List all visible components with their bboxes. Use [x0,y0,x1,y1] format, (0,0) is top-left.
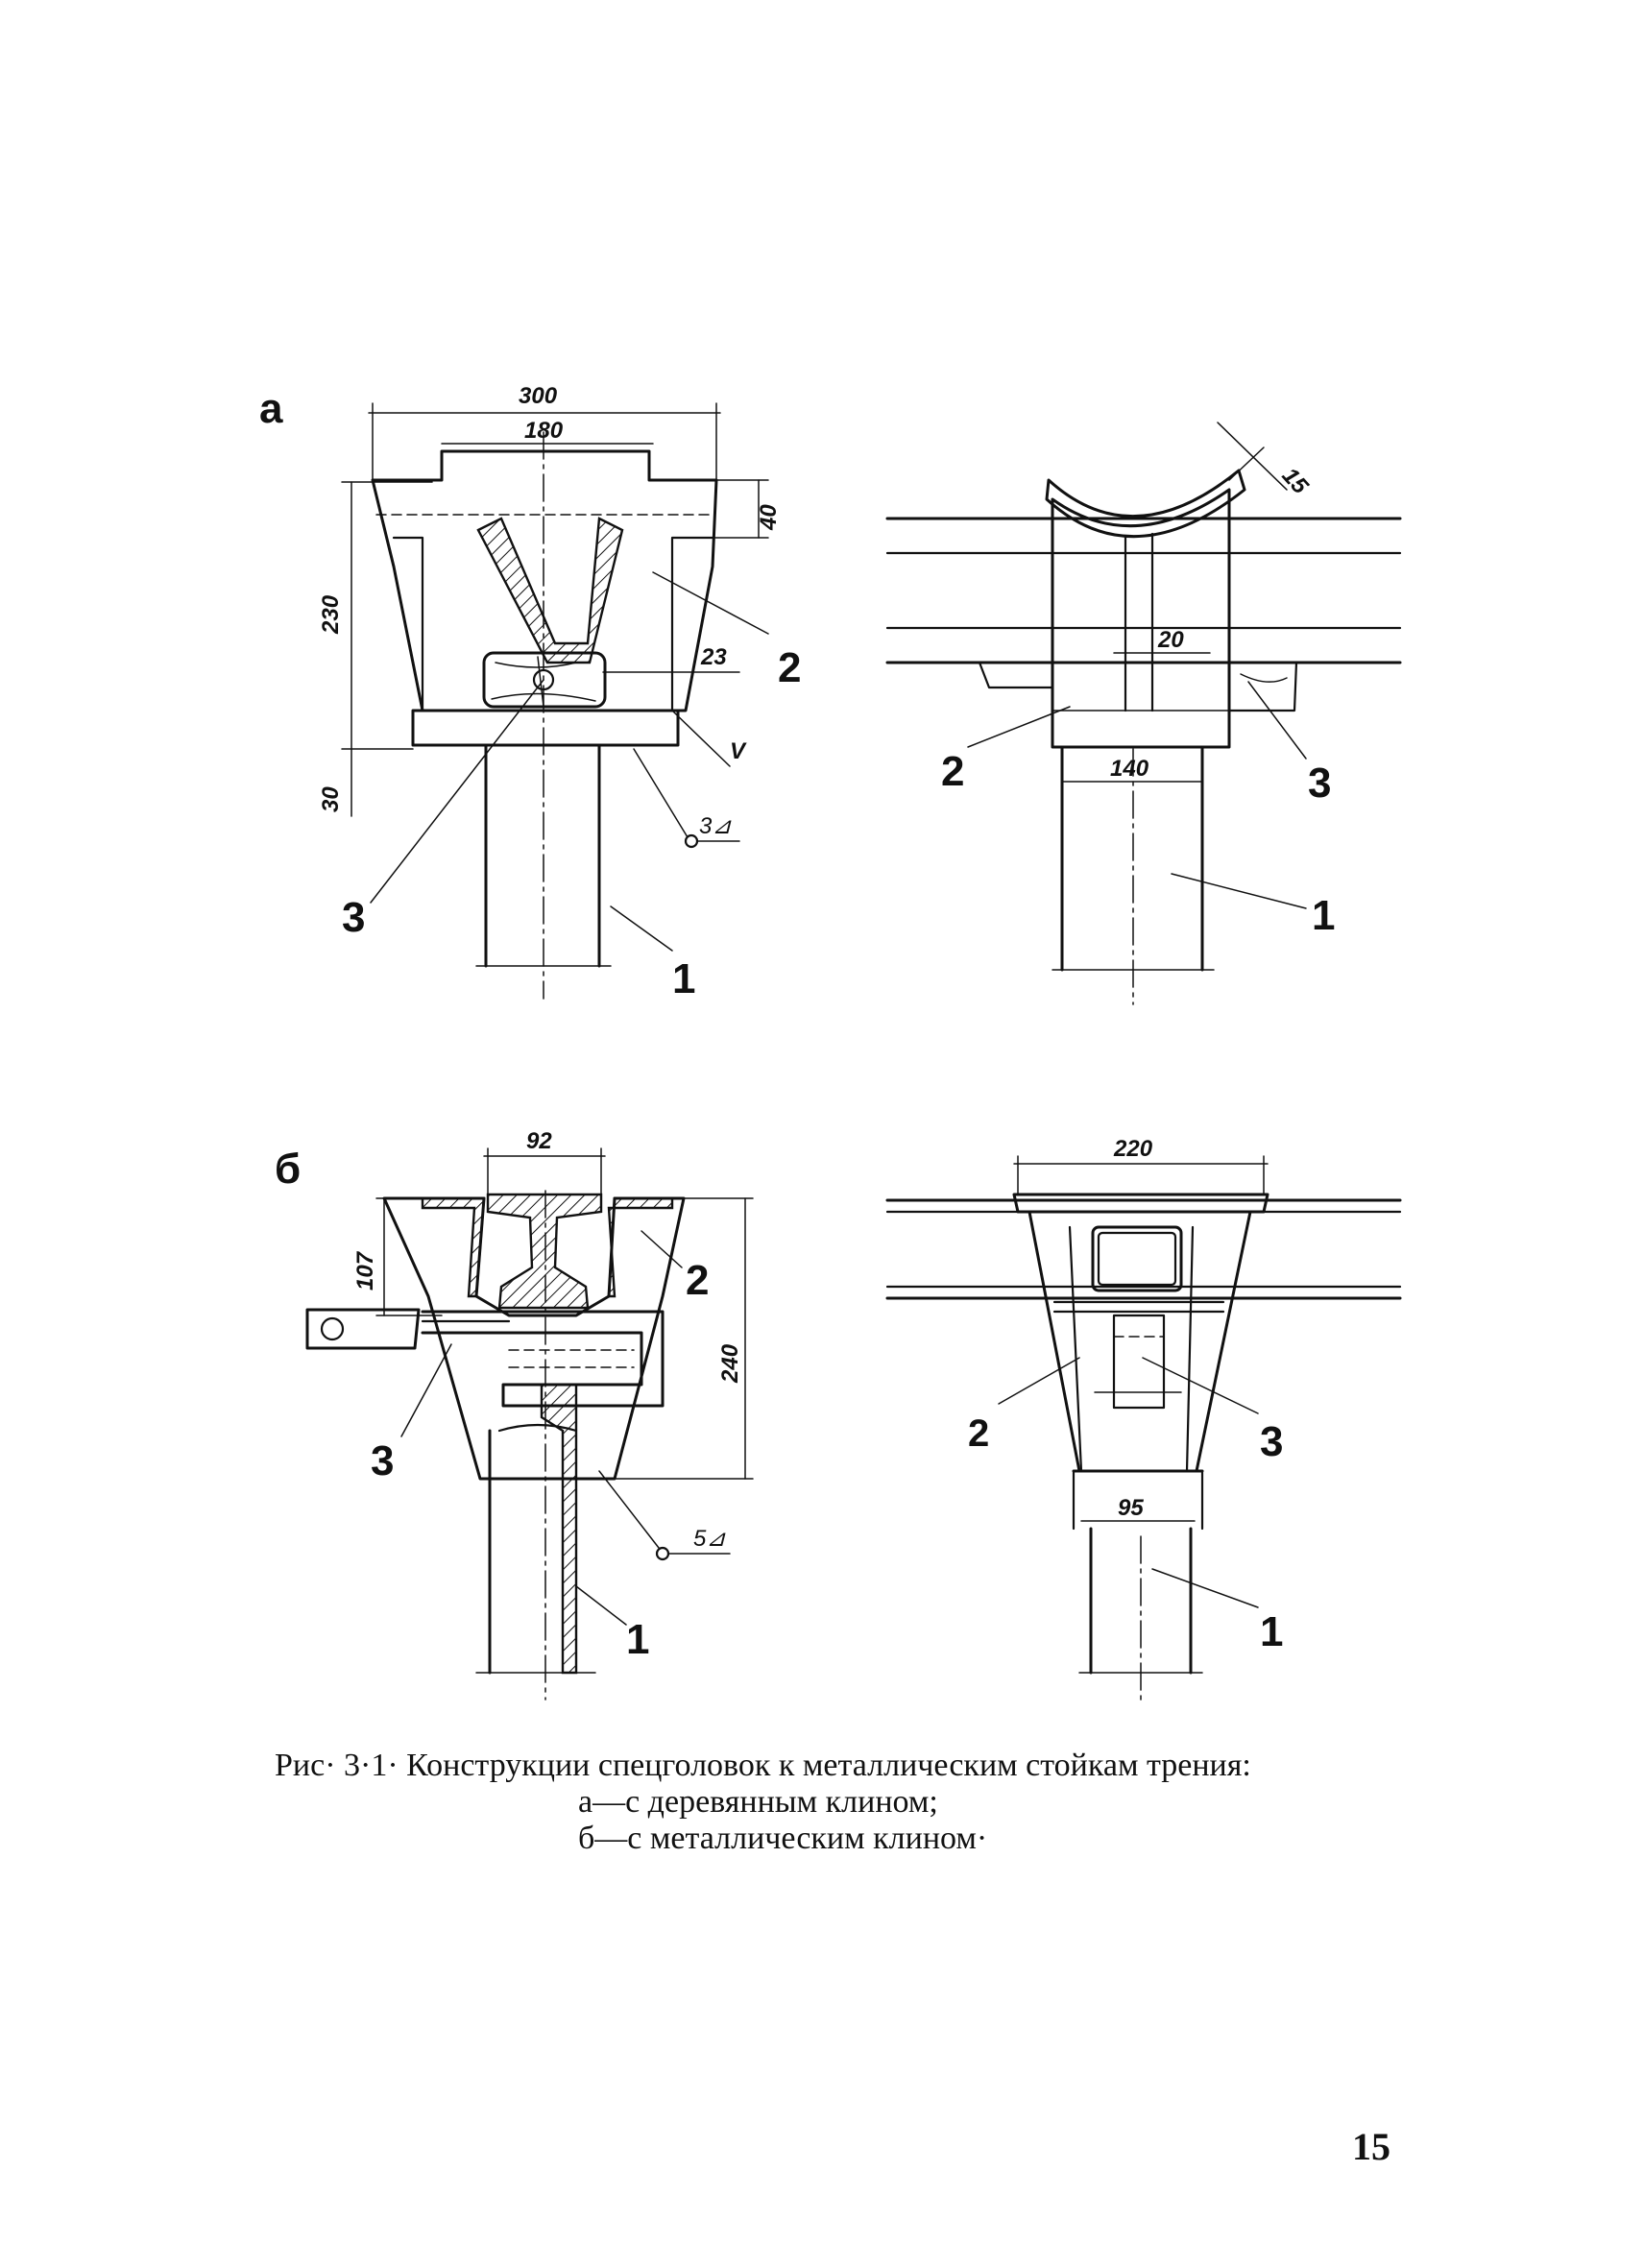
callout-3-b-front: 3 [371,1437,394,1484]
caption-item-a: а—с деревянным клином; [578,1784,938,1820]
dim-300: 300 [519,383,558,409]
callout-2-b-front: 2 [686,1257,709,1304]
dim-30: 30 [318,786,344,812]
dim-23: 23 [700,644,727,670]
dim-230: 230 [318,594,344,635]
dim-107: 107 [352,1250,378,1291]
caption-item-b: б—с металлическим клином· [578,1821,988,1856]
callout-2-a-front: 2 [778,644,801,691]
surface-mark: V [730,738,747,764]
panel-b-side-view: 220 95 2 3 1 [885,1136,1402,1701]
callout-1-a-side: 1 [1312,892,1335,939]
panel-b-front-view: б 92 107 240 2 [275,1128,754,1701]
page-number: 15 [1352,2125,1390,2168]
dim-92: 92 [526,1128,552,1154]
weld-mark-a: 3⊿ [699,813,732,839]
dim-240: 240 [717,1343,743,1384]
callout-1-a-front: 1 [672,955,695,1002]
callout-3-a-side: 3 [1308,760,1331,807]
panel-label-b: б [275,1146,301,1193]
callout-2-b-side: 2 [968,1412,989,1455]
callout-2-a-side: 2 [941,748,964,795]
figure-caption: Рис· 3·1· Конструкции спецголовок к мета… [275,1748,1389,1857]
callout-3-a-front: 3 [342,894,365,941]
dim-20: 20 [1157,627,1184,653]
panel-a-front-view: а 300 180 230 30 40 [259,383,801,1002]
dim-95: 95 [1118,1495,1144,1521]
callout-1-b-side: 1 [1260,1608,1283,1655]
panel-a-side-view: 15 20 140 2 3 1 [885,422,1402,1005]
callout-3-b-side: 3 [1260,1418,1283,1465]
weld-mark-b: 5⊿ [693,1526,726,1552]
caption-title: Рис· 3·1· Конструкции спецголовок к мета… [275,1748,1251,1783]
dim-15: 15 [1277,463,1314,499]
panel-label-a: а [259,385,283,432]
dim-140: 140 [1110,756,1149,782]
dim-40: 40 [756,504,782,531]
callout-1-b-front: 1 [626,1616,649,1663]
dim-220: 220 [1113,1136,1153,1162]
